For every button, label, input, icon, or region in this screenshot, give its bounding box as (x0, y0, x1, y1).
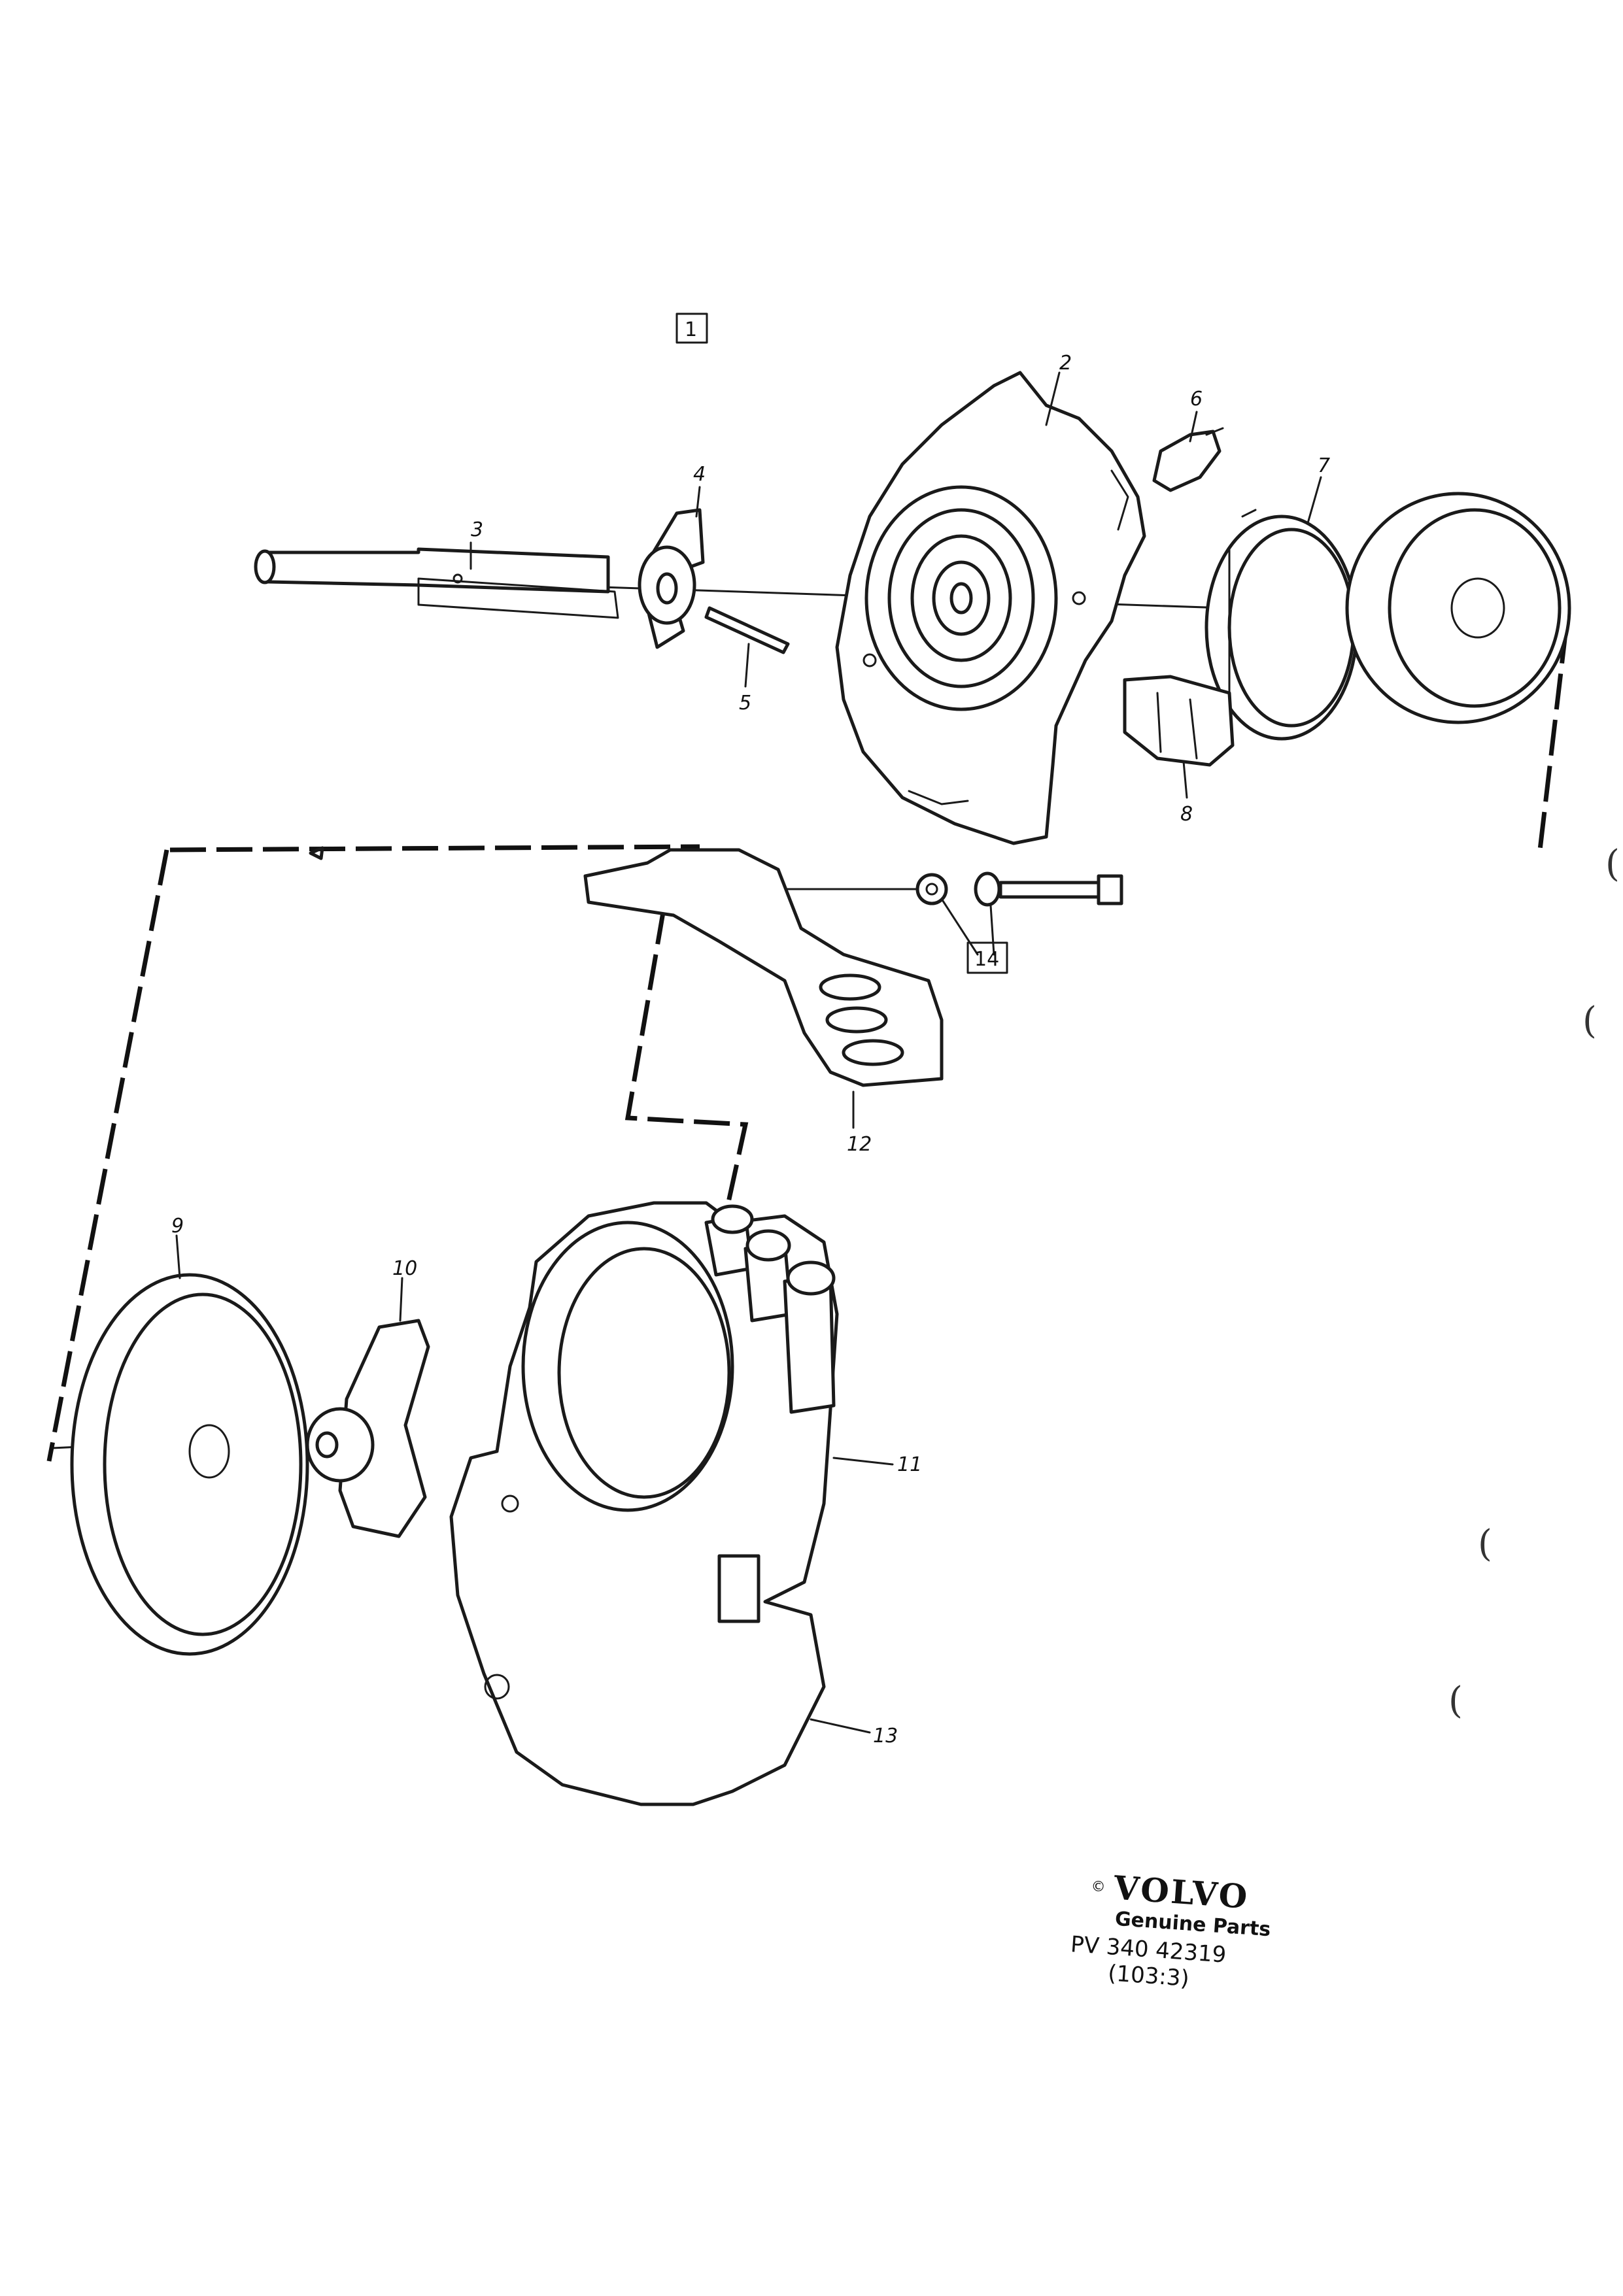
callout-6: 6 (1190, 388, 1203, 411)
part-7-ring (1204, 509, 1359, 741)
part-9-cover (70, 1273, 309, 1656)
part-11-13-distributor-housing (449, 1201, 839, 1806)
callout-9: 9 (171, 1215, 184, 1238)
callout-10: 10 (392, 1257, 417, 1280)
guide-line-right (1537, 627, 1569, 851)
part-3-distributor-shaft (254, 547, 619, 619)
part-2-breaker-plate (835, 371, 1146, 845)
part-8-connector (1123, 675, 1235, 767)
callout-8: 8 (1180, 803, 1193, 826)
brand-name: VOLVO (1112, 1868, 1250, 1916)
callout-11: 11 (897, 1453, 922, 1476)
group-ref-box (675, 312, 708, 344)
group-ref: 1 (685, 318, 697, 341)
kit-ref-box (966, 941, 1008, 974)
margin-mark-3: ( (1478, 1523, 1492, 1565)
kit-ref: 14 (974, 948, 999, 971)
callout-12: 12 (847, 1133, 872, 1156)
dust-cover (1345, 492, 1571, 724)
volvo-logo-block: © VOLVO Genuine Parts PV 340 42319 (103:… (1070, 1868, 1271, 1992)
guide-line-bracket (624, 908, 749, 1230)
margin-mark-4: ( (1448, 1680, 1463, 1722)
callout-4: 4 (693, 463, 706, 486)
margin-mark-1: ( (1605, 843, 1620, 885)
margin-mark-2: ( (1582, 1000, 1597, 1042)
page-reference: (103:3) (1107, 1960, 1190, 1992)
part-12-bracket (583, 848, 944, 1087)
copyright-mark: © (1091, 1878, 1106, 1895)
callout-13: 13 (873, 1725, 898, 1747)
guide-arrow (309, 846, 324, 860)
callout-7: 7 (1318, 454, 1330, 477)
part-14-fastener-kit (915, 871, 1123, 907)
part-4-weight-carrier (638, 508, 705, 649)
part-10-rotor (305, 1319, 430, 1538)
part-5-pin (704, 606, 790, 654)
callout-2: 2 (1059, 352, 1072, 375)
guide-line-left (46, 849, 169, 1462)
part-6-contact-point (1152, 427, 1224, 492)
callout-5: 5 (739, 692, 751, 715)
callout-leaders (175, 371, 1322, 1734)
callout-3: 3 (471, 518, 483, 541)
guide-line-top (169, 844, 700, 853)
